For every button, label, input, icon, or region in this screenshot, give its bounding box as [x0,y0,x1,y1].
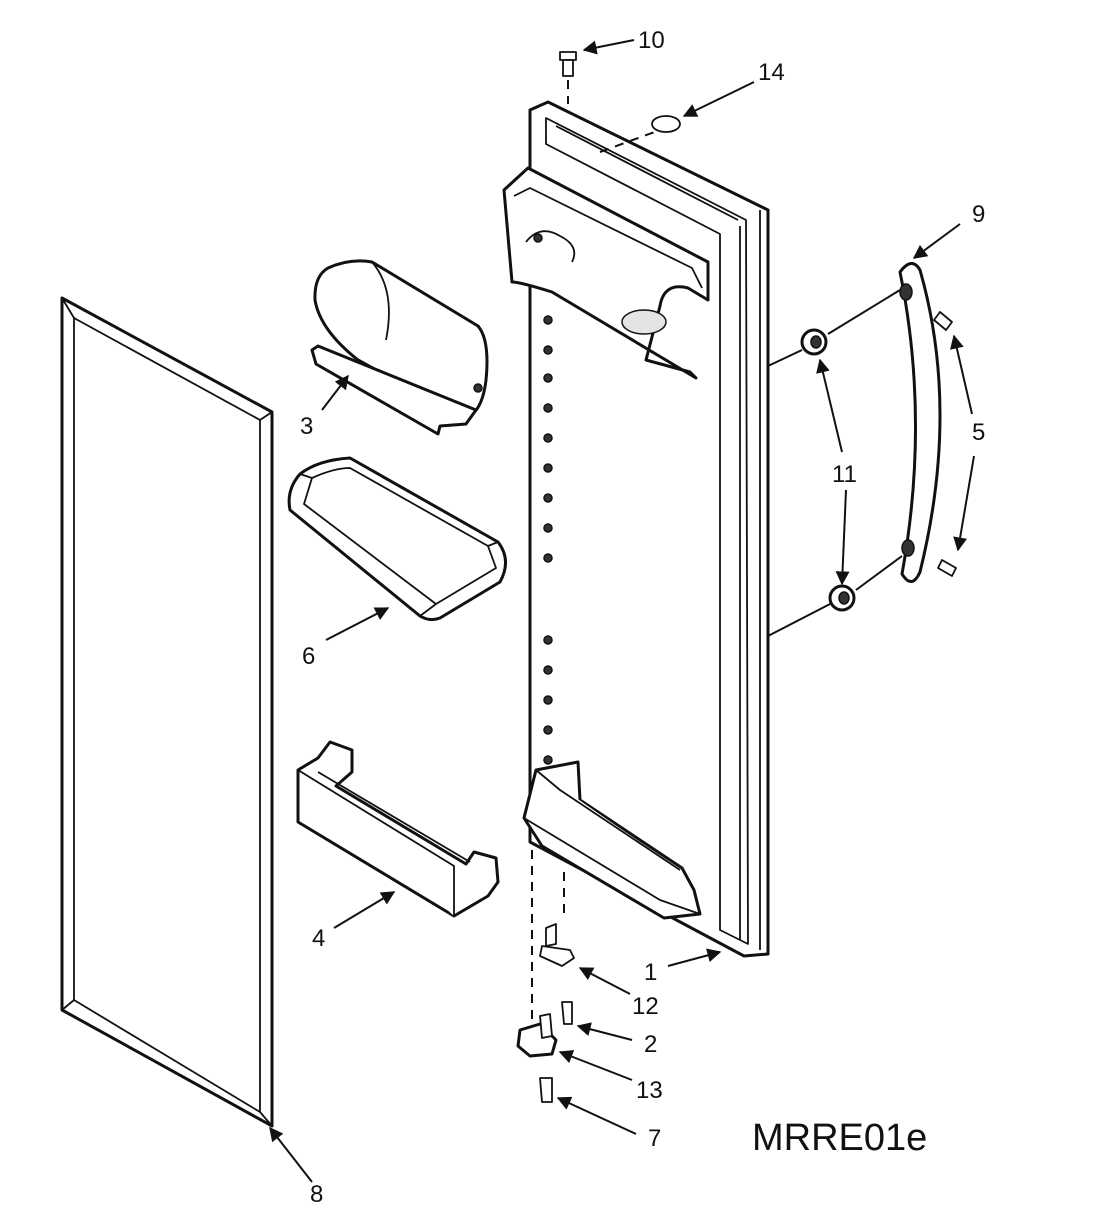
door-rail [296,740,500,918]
callout-2: 2 [644,1031,657,1058]
door-handle [898,262,942,583]
callout-10: 10 [638,27,665,54]
callout-12: 12 [632,993,659,1020]
callout-8: 8 [310,1181,323,1208]
top-washer [651,115,681,133]
dairy-compartment [310,259,489,436]
hinge-pin-bushing [539,923,575,967]
lower-hinge [516,1013,558,1058]
callout-3: 3 [300,413,313,440]
diagram-code: MRRE01e [752,1117,927,1159]
hinge-bolt [539,1077,553,1103]
door-bin [287,456,507,622]
callout-1: 1 [644,959,657,986]
callout-4: 4 [312,925,325,952]
handle-mounting-studs [800,328,856,612]
callout-11: 11 [832,461,857,488]
hinge-screw [561,1001,573,1025]
door-liner [502,100,770,958]
callout-6: 6 [302,643,315,670]
door-gasket [60,296,274,1128]
callout-13: 13 [636,1077,663,1104]
callout-9: 9 [972,201,985,228]
callout-7: 7 [648,1125,661,1152]
callout-14: 14 [758,59,785,86]
handle-set-screws [933,311,957,577]
top-hinge-screw [559,51,577,77]
callout-5: 5 [972,419,985,446]
